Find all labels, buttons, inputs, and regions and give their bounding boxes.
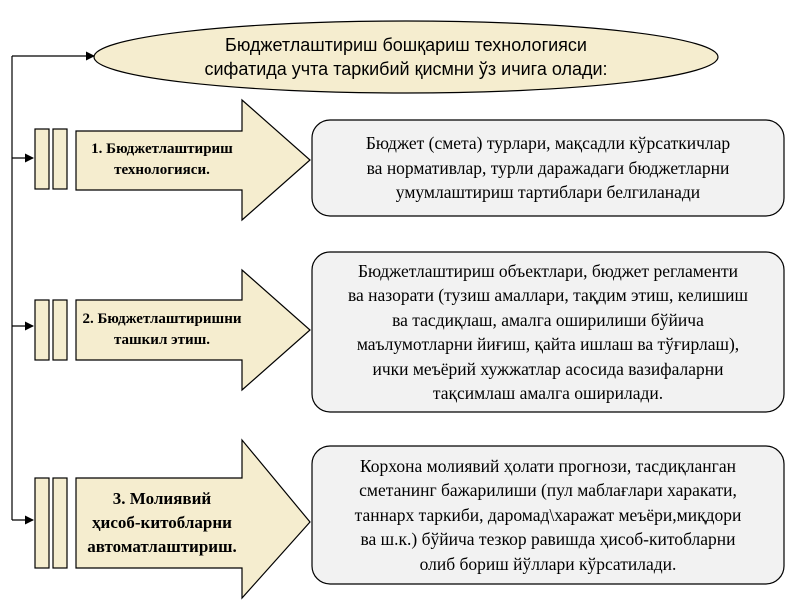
bar-3a	[34, 477, 50, 569]
bar-2a	[34, 299, 50, 361]
component-3	[34, 438, 785, 600]
desc-box-3	[311, 445, 785, 585]
bar-2b	[52, 299, 68, 361]
component-2-description: Бюджетлаштириш объектлари, бюджет реглам…	[347, 260, 749, 404]
arrow-1	[75, 98, 311, 222]
arrow-2	[75, 268, 311, 392]
header-text: Бюджетлаштириш бошқариш технологияси сиф…	[204, 35, 608, 79]
component-2	[34, 251, 785, 413]
component-1	[34, 98, 785, 222]
bar-1a	[34, 128, 50, 190]
component-3-description: Корхона молиявий ҳолати прогнози, тасдиқ…	[354, 455, 742, 574]
desc-box-2	[311, 251, 785, 413]
header-ellipse	[93, 20, 719, 94]
component-3-title: 3. Молиявий ҳисоб-китобларни автоматлашт…	[87, 489, 237, 556]
bar-1b	[52, 128, 68, 190]
arrow-3	[75, 438, 311, 600]
component-1-title: 1. Бюджетлаштириш технологияси.	[91, 141, 233, 178]
desc-box-1	[311, 119, 785, 217]
component-2-title: 2. Бюджетлаштиришни ташкил этиш.	[82, 311, 242, 348]
bar-3b	[52, 477, 68, 569]
component-1-description: Бюджет (смета) турлари, мақсадли кўрсатк…	[365, 133, 731, 203]
